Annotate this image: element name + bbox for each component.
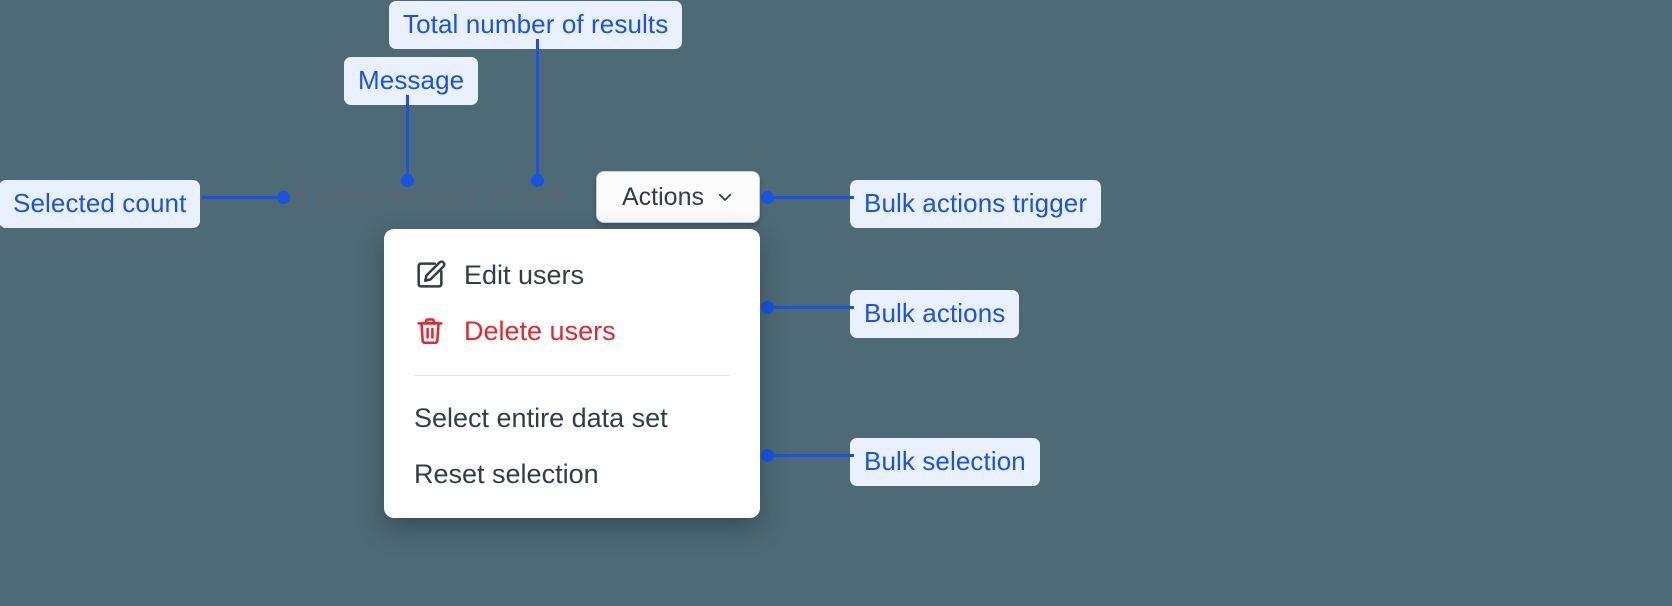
- menu-item-edit-users[interactable]: Edit users: [384, 247, 760, 303]
- bulk-actions-trigger-button[interactable]: Actions: [596, 171, 760, 223]
- menu-item-label: Reset selection: [414, 459, 599, 489]
- connector-line-selected-count: [202, 196, 284, 199]
- edit-pencil-square-icon: [414, 259, 446, 291]
- annotation-selected-count: Selected count: [0, 180, 201, 228]
- selection-message: 6 selected out of ###: [292, 181, 566, 213]
- connector-dot-selected-count: [277, 191, 290, 204]
- annotation-message: Message: [344, 57, 479, 105]
- bulk-actions-menu: Edit users Delete users Select entire da…: [384, 229, 760, 518]
- chevron-down-icon: [716, 188, 734, 206]
- connector-line-message: [406, 95, 409, 187]
- connector-line-total-number-of-results: [536, 39, 539, 187]
- menu-item-reset-selection[interactable]: Reset selection: [384, 446, 760, 502]
- connector-dot-message: [401, 174, 414, 187]
- connector-line-bulk-actions-trigger: [768, 196, 854, 199]
- menu-item-select-entire-data-set[interactable]: Select entire data set: [384, 390, 760, 446]
- connector-line-bulk-selection: [768, 454, 854, 457]
- connector-dot-total-number-of-results: [531, 174, 544, 187]
- annotation-bulk-actions: Bulk actions: [850, 290, 1020, 338]
- annotation-total-number-of-results: Total number of results: [389, 1, 683, 49]
- trash-icon: [414, 315, 446, 347]
- connector-dot-bulk-selection: [761, 449, 774, 462]
- connector-line-bulk-actions: [768, 306, 854, 309]
- connector-dot-bulk-actions: [761, 301, 774, 314]
- connector-dot-bulk-actions-trigger: [761, 191, 774, 204]
- menu-item-label: Select entire data set: [414, 403, 668, 433]
- menu-item-label: Delete users: [464, 316, 616, 346]
- menu-item-label: Edit users: [464, 260, 585, 290]
- annotation-bulk-actions-trigger: Bulk actions trigger: [850, 180, 1102, 228]
- bulk-actions-trigger-label: Actions: [622, 182, 704, 211]
- annotation-bulk-selection: Bulk selection: [850, 438, 1040, 486]
- menu-item-delete-users[interactable]: Delete users: [384, 303, 760, 359]
- menu-separator: [414, 375, 730, 376]
